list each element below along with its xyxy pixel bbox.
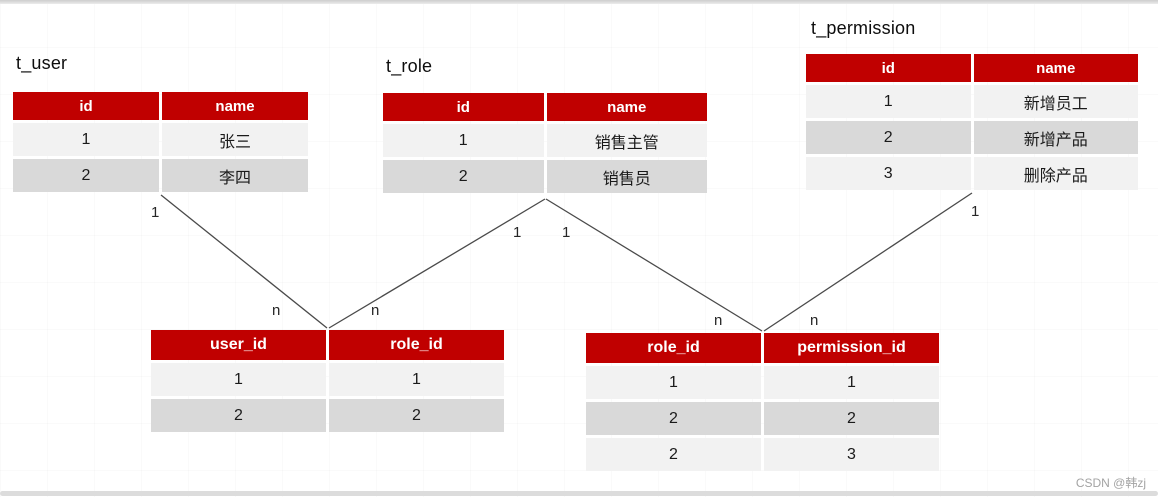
- table-cell: 3: [806, 157, 971, 190]
- column-header: id: [806, 54, 971, 82]
- table-cell: 2: [13, 159, 159, 192]
- line-permission-to-rolepermission: [763, 192, 973, 332]
- column-header: user_id: [151, 330, 326, 360]
- column-header: id: [13, 92, 159, 120]
- t-user-role-table: user_id role_id 1 1 2 2: [151, 330, 504, 432]
- table-cell: 2: [383, 160, 544, 193]
- table-cell: 2: [151, 399, 326, 432]
- cardinality-label: n: [272, 302, 281, 319]
- t-role-permission-table: role_id permission_id 1 1 2 2 2 3: [586, 333, 939, 471]
- table-cell: 2: [586, 438, 761, 471]
- table-row: 1 销售主管: [383, 124, 707, 157]
- table-cell: 1: [586, 366, 761, 399]
- t-user-title: t_user: [16, 53, 68, 73]
- t-user-table: id name 1 张三 2 李四: [13, 92, 308, 192]
- table-row: 2 销售员: [383, 160, 707, 193]
- column-header: id: [383, 93, 544, 121]
- table-row: 1 1: [586, 366, 939, 399]
- table-row: 3 删除产品: [806, 157, 1138, 190]
- table-cell: 1: [151, 363, 326, 396]
- line-user-to-userrole: [160, 194, 328, 329]
- cardinality-label: 1: [971, 203, 980, 220]
- table-header-row: id name: [13, 92, 308, 120]
- table-row: 1 新增员工: [806, 85, 1138, 118]
- column-header: permission_id: [764, 333, 939, 363]
- table-cell: 3: [764, 438, 939, 471]
- cardinality-label: 1: [151, 204, 160, 221]
- table-row: 2 2: [151, 399, 504, 432]
- table-cell: 1: [764, 366, 939, 399]
- cardinality-label: n: [371, 302, 380, 319]
- column-header: role_id: [586, 333, 761, 363]
- cardinality-label: 1: [562, 224, 571, 241]
- cardinality-label: n: [714, 312, 723, 329]
- table-row: 2 新增产品: [806, 121, 1138, 154]
- table-row: 2 2: [586, 402, 939, 435]
- table-cell: 2: [329, 399, 504, 432]
- table-header-row: user_id role_id: [151, 330, 504, 360]
- table-cell: 1: [383, 124, 544, 157]
- table-cell: 1: [329, 363, 504, 396]
- table-cell: 1: [13, 123, 159, 156]
- table-row: 2 李四: [13, 159, 308, 192]
- table-cell: 删除产品: [973, 157, 1138, 190]
- table-cell: 销售员: [546, 160, 707, 193]
- cardinality-label: n: [810, 312, 819, 329]
- table-row: 2 3: [586, 438, 939, 471]
- cardinality-label: 1: [513, 224, 522, 241]
- table-row: 1 张三: [13, 123, 308, 156]
- table-cell: 新增员工: [973, 85, 1138, 118]
- table-cell: 2: [586, 402, 761, 435]
- table-header-row: id name: [383, 93, 707, 121]
- table-cell: 新增产品: [973, 121, 1138, 154]
- top-border-band: [0, 0, 1158, 4]
- table-cell: 销售主管: [546, 124, 707, 157]
- table-header-row: role_id permission_id: [586, 333, 939, 363]
- column-header: role_id: [329, 330, 504, 360]
- table-cell: 张三: [162, 123, 308, 156]
- table-header-row: id name: [806, 54, 1138, 82]
- column-header: name: [162, 92, 308, 120]
- line-role-to-rolepermission: [545, 198, 763, 332]
- column-header: name: [973, 54, 1138, 82]
- table-cell: 1: [806, 85, 971, 118]
- table-row: 1 1: [151, 363, 504, 396]
- line-role-to-userrole: [328, 198, 546, 329]
- t-role-table: id name 1 销售主管 2 销售员: [383, 93, 707, 193]
- table-cell: 李四: [162, 159, 308, 192]
- t-permission-title: t_permission: [811, 18, 916, 38]
- t-permission-table: id name 1 新增员工 2 新增产品 3 删除产品: [806, 54, 1138, 190]
- table-cell: 2: [764, 402, 939, 435]
- t-role-title: t_role: [386, 56, 433, 76]
- column-header: name: [546, 93, 707, 121]
- bottom-border-band: [0, 491, 1158, 496]
- watermark: CSDN @韩zj: [1075, 476, 1146, 490]
- table-cell: 2: [806, 121, 971, 154]
